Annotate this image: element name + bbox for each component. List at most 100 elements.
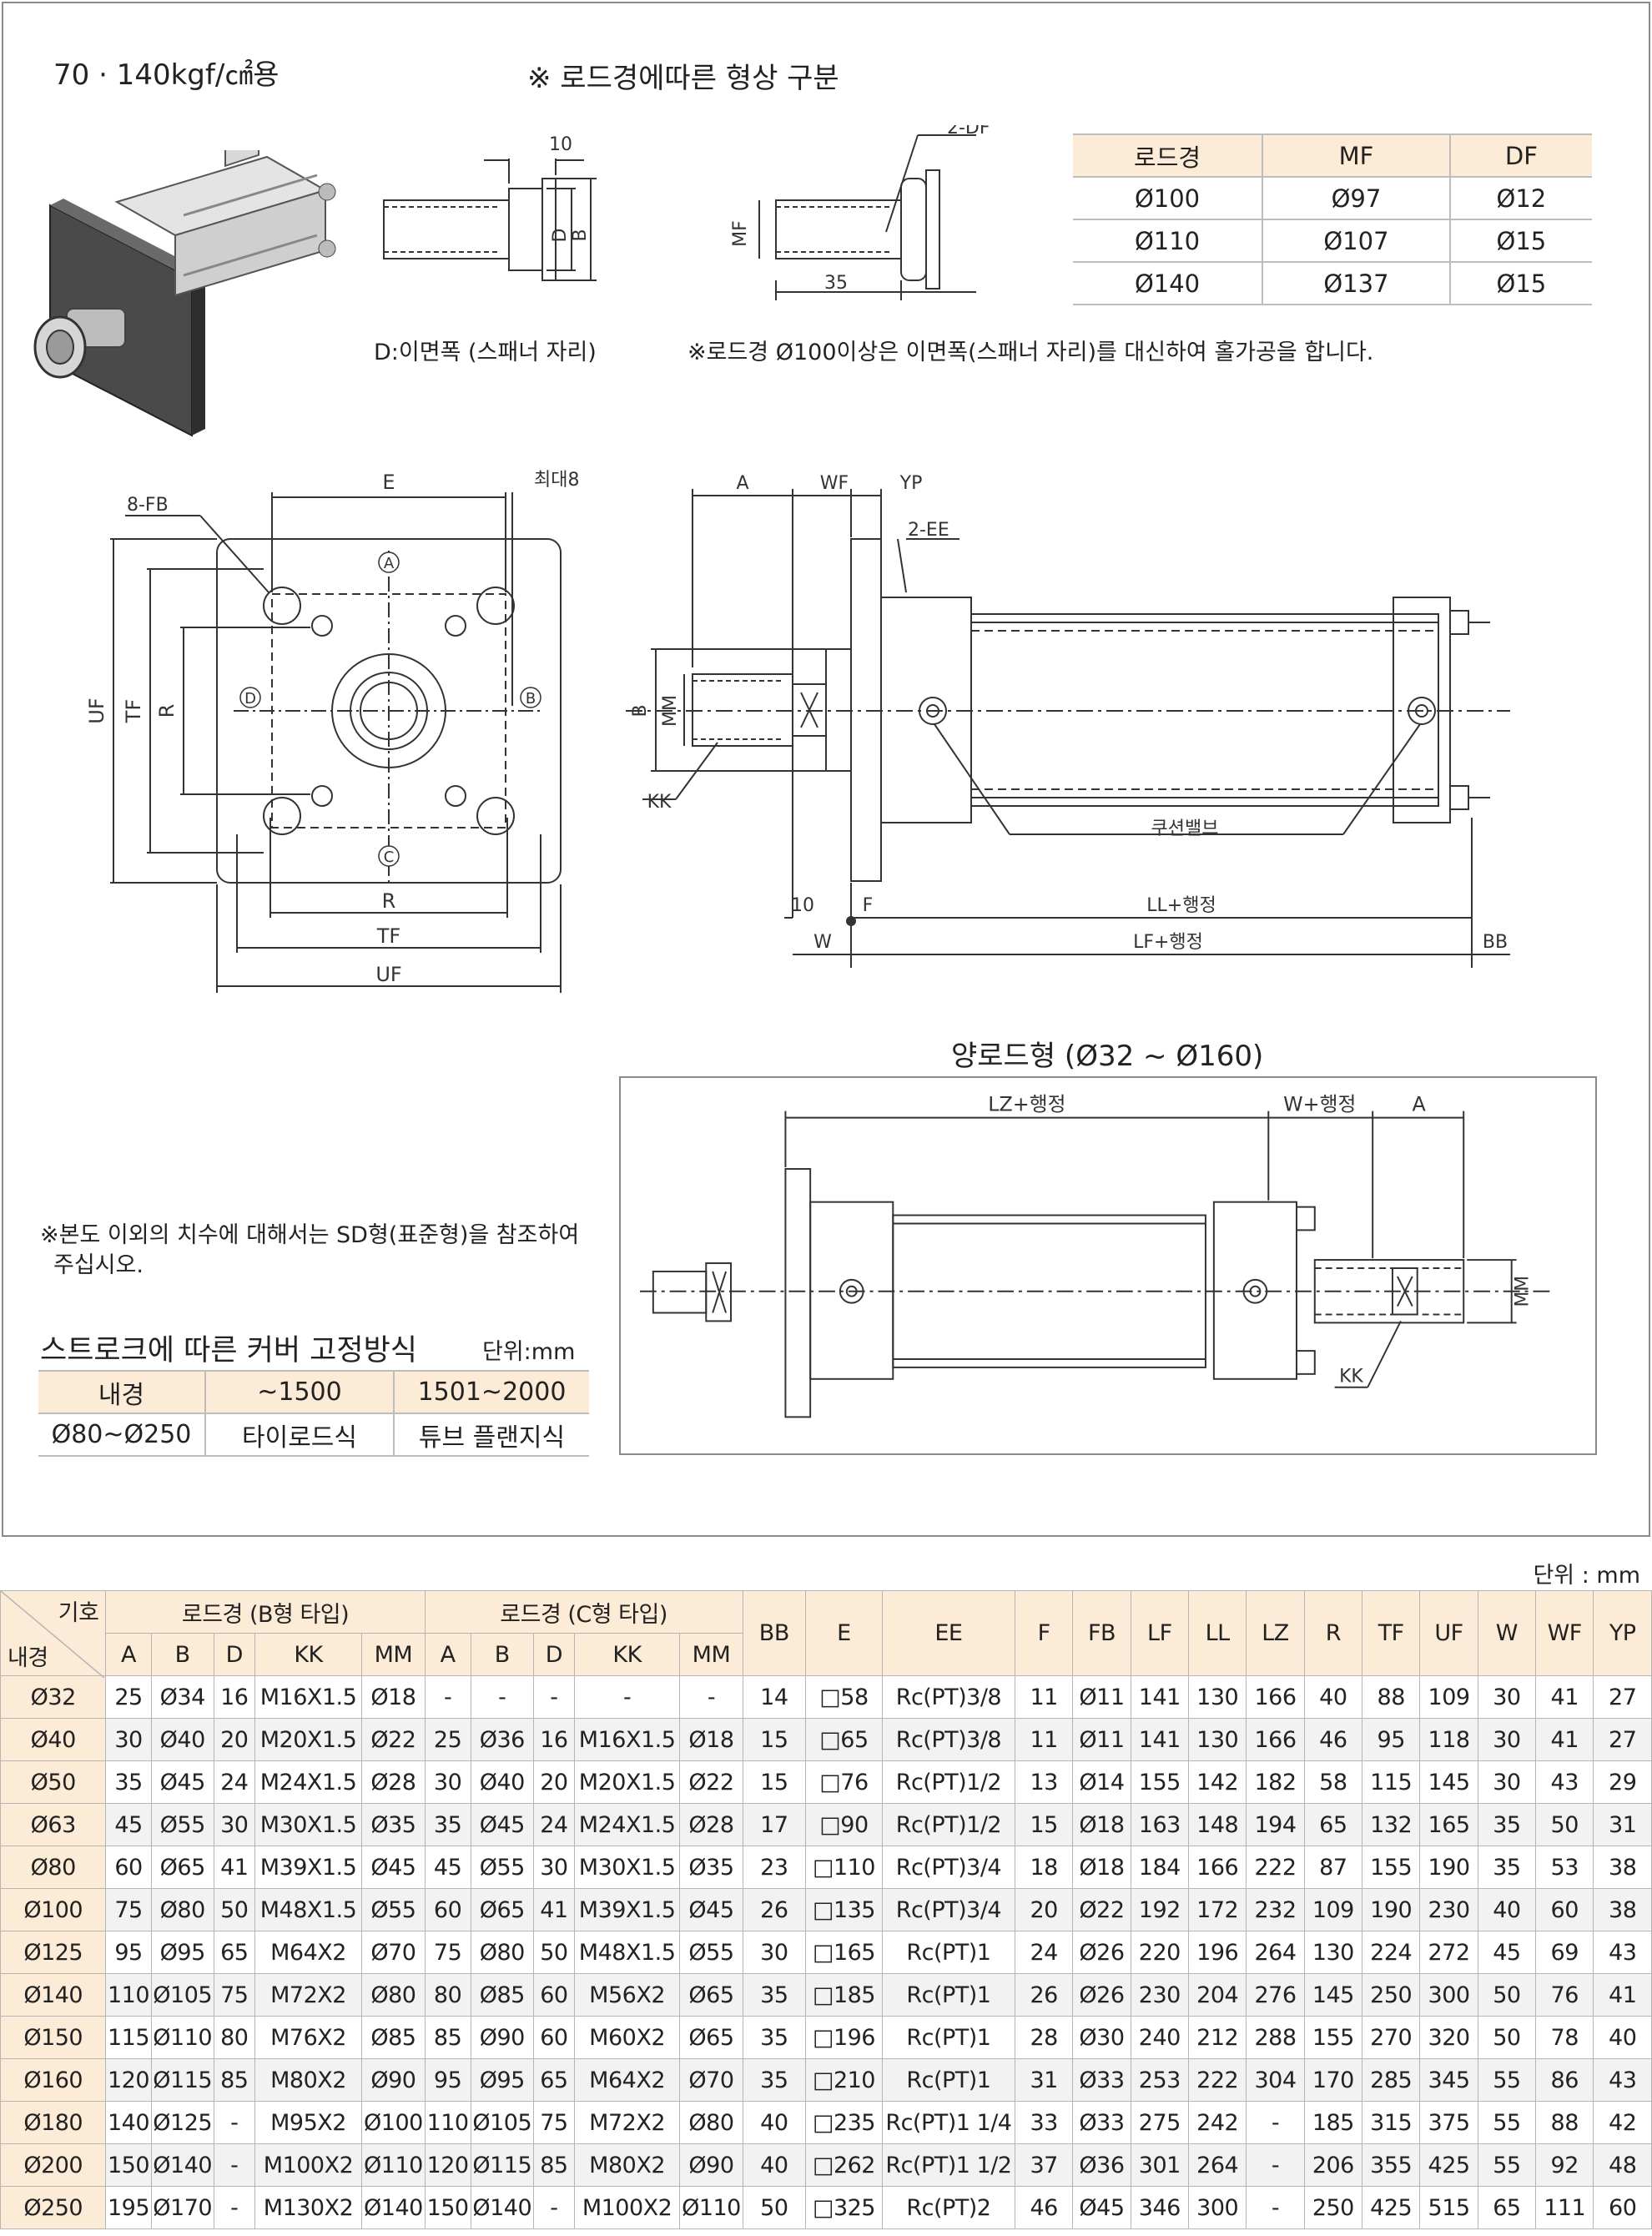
table-cell: 346 [1130, 2186, 1190, 2229]
table-cell: 75 [213, 1973, 255, 2017]
table-cell: 35 [742, 2058, 807, 2102]
double-a-label: A [1413, 1093, 1427, 1116]
table-cell: 142 [1187, 1760, 1247, 1804]
table-cell: 35 [105, 1760, 152, 1804]
table-cell: - [573, 1675, 681, 1719]
table-cell: 166 [1187, 1846, 1247, 1889]
col-header: E [805, 1590, 883, 1676]
table-cell: Rc(PT)3/8 [881, 1675, 1015, 1719]
table-cell: 88 [1362, 1675, 1421, 1719]
cover-fix-header: 내경 [38, 1370, 206, 1414]
bore-cell: Ø63 [0, 1803, 107, 1846]
table-cell: 38 [1593, 1888, 1652, 1931]
table-cell: M72X2 [254, 1973, 363, 2017]
table-cell: 166 [1246, 1718, 1305, 1761]
col-header: F [1014, 1590, 1074, 1676]
col-header: UF [1419, 1590, 1478, 1676]
table-cell: M16X1.5 [254, 1675, 363, 1719]
table-cell: 50 [1535, 1803, 1594, 1846]
rod-table-row: Ø110 Ø107 Ø15 [1073, 219, 1592, 263]
table-cell: 270 [1362, 2016, 1421, 2059]
table-cell: M130X2 [254, 2186, 363, 2229]
table-cell: □110 [805, 1846, 883, 1889]
double-rod-title: 양로드형 (Ø32 ~ Ø160) [951, 1040, 1264, 1073]
table-cell: 182 [1246, 1760, 1305, 1804]
table-cell: Ø33 [1072, 2058, 1131, 2102]
table-cell: 27 [1593, 1675, 1652, 1719]
table-cell: 42 [1593, 2101, 1652, 2144]
table-cell: 18 [1014, 1846, 1074, 1889]
table-cell: M24X1.5 [573, 1803, 681, 1846]
table-cell: Ø170 [150, 2186, 214, 2229]
table-cell: 425 [1362, 2186, 1421, 2229]
table-cell: 43 [1593, 1931, 1652, 1974]
table-cell: 110 [424, 2101, 471, 2144]
table-cell: 145 [1303, 1973, 1363, 2017]
table-cell: 46 [1014, 2186, 1074, 2229]
table-cell: 13 [1014, 1760, 1074, 1804]
remark-line1: ※본도 이외의 치수에 대해서는 SD형(표준형)을 참조하여 [40, 1222, 580, 1248]
table-cell: 115 [105, 2016, 152, 2059]
table-cell: Ø100 [361, 2101, 426, 2144]
table-cell: M39X1.5 [254, 1846, 363, 1889]
table-cell: 145 [1419, 1760, 1478, 1804]
table-cell: Ø95 [150, 1931, 214, 1974]
front-r-label: R [155, 704, 179, 718]
table-cell: 222 [1246, 1846, 1305, 1889]
table-cell: 155 [1130, 1760, 1190, 1804]
bore-cell: Ø80 [0, 1846, 107, 1889]
double-kk-label: KK [1339, 1367, 1363, 1387]
table-cell: 65 [213, 1931, 255, 1974]
table-cell: 285 [1362, 2058, 1421, 2102]
table-cell: M20X1.5 [254, 1718, 363, 1761]
table-cell: M80X2 [254, 2058, 363, 2102]
table-cell: 192 [1130, 1888, 1190, 1931]
rod-table-header: DF [1448, 133, 1592, 178]
table-cell: 230 [1419, 1888, 1478, 1931]
table-cell: 264 [1187, 2143, 1247, 2187]
table-cell: M48X1.5 [254, 1888, 363, 1931]
table-cell: Rc(PT)1 [881, 2058, 1015, 2102]
table-cell: Ø26 [1072, 1973, 1131, 2017]
group-c-header: 로드경 (C형 타입) [424, 1590, 743, 1634]
sub-header: D [532, 1633, 575, 1676]
table-cell: Ø140 [150, 2143, 214, 2187]
front-tf-label: TF [122, 699, 145, 723]
table-cell: 41 [1593, 1973, 1652, 2017]
table-cell: 95 [424, 2058, 471, 2102]
table-cell: 120 [424, 2143, 471, 2187]
sub-header: A [424, 1633, 471, 1676]
table-cell: 35 [742, 2016, 807, 2059]
table-cell: 60 [532, 2016, 575, 2059]
rod-table-cell: Ø12 [1448, 177, 1592, 220]
table-cell: 17 [742, 1803, 807, 1846]
table-cell: 140 [105, 2101, 152, 2144]
col-header: TF [1362, 1590, 1421, 1676]
bottom-uf-label: UF [375, 963, 401, 986]
table-cell: 65 [532, 2058, 575, 2102]
table-cell: 250 [1362, 1973, 1421, 2017]
table-cell: 15 [1014, 1803, 1074, 1846]
table-cell: 60 [1593, 2186, 1652, 2229]
table-cell: Ø95 [470, 2058, 534, 2102]
col-header: EE [881, 1590, 1015, 1676]
table-cell: 240 [1130, 2016, 1190, 2059]
cylinder-illustration [33, 150, 336, 437]
cover-fix-cell: 튜브 플랜지식 [393, 1413, 589, 1457]
spanner-note: D:이면폭 (스패너 자리) [374, 340, 597, 365]
table-cell: 30 [424, 1760, 471, 1804]
table-cell: 222 [1187, 2058, 1247, 2102]
rod-table-row: Ø100 Ø97 Ø12 [1073, 177, 1592, 220]
table-cell: 110 [105, 1973, 152, 2017]
table-cell: 86 [1535, 2058, 1594, 2102]
table-cell: 95 [105, 1931, 152, 1974]
table-cell: Ø28 [679, 1803, 743, 1846]
table-cell: 27 [1593, 1718, 1652, 1761]
table-cell: 31 [1014, 2058, 1074, 2102]
table-cell: 141 [1130, 1675, 1190, 1719]
front-uf-label: UF [85, 697, 108, 723]
table-cell: 115 [1362, 1760, 1421, 1804]
table-cell: Ø80 [679, 2101, 743, 2144]
